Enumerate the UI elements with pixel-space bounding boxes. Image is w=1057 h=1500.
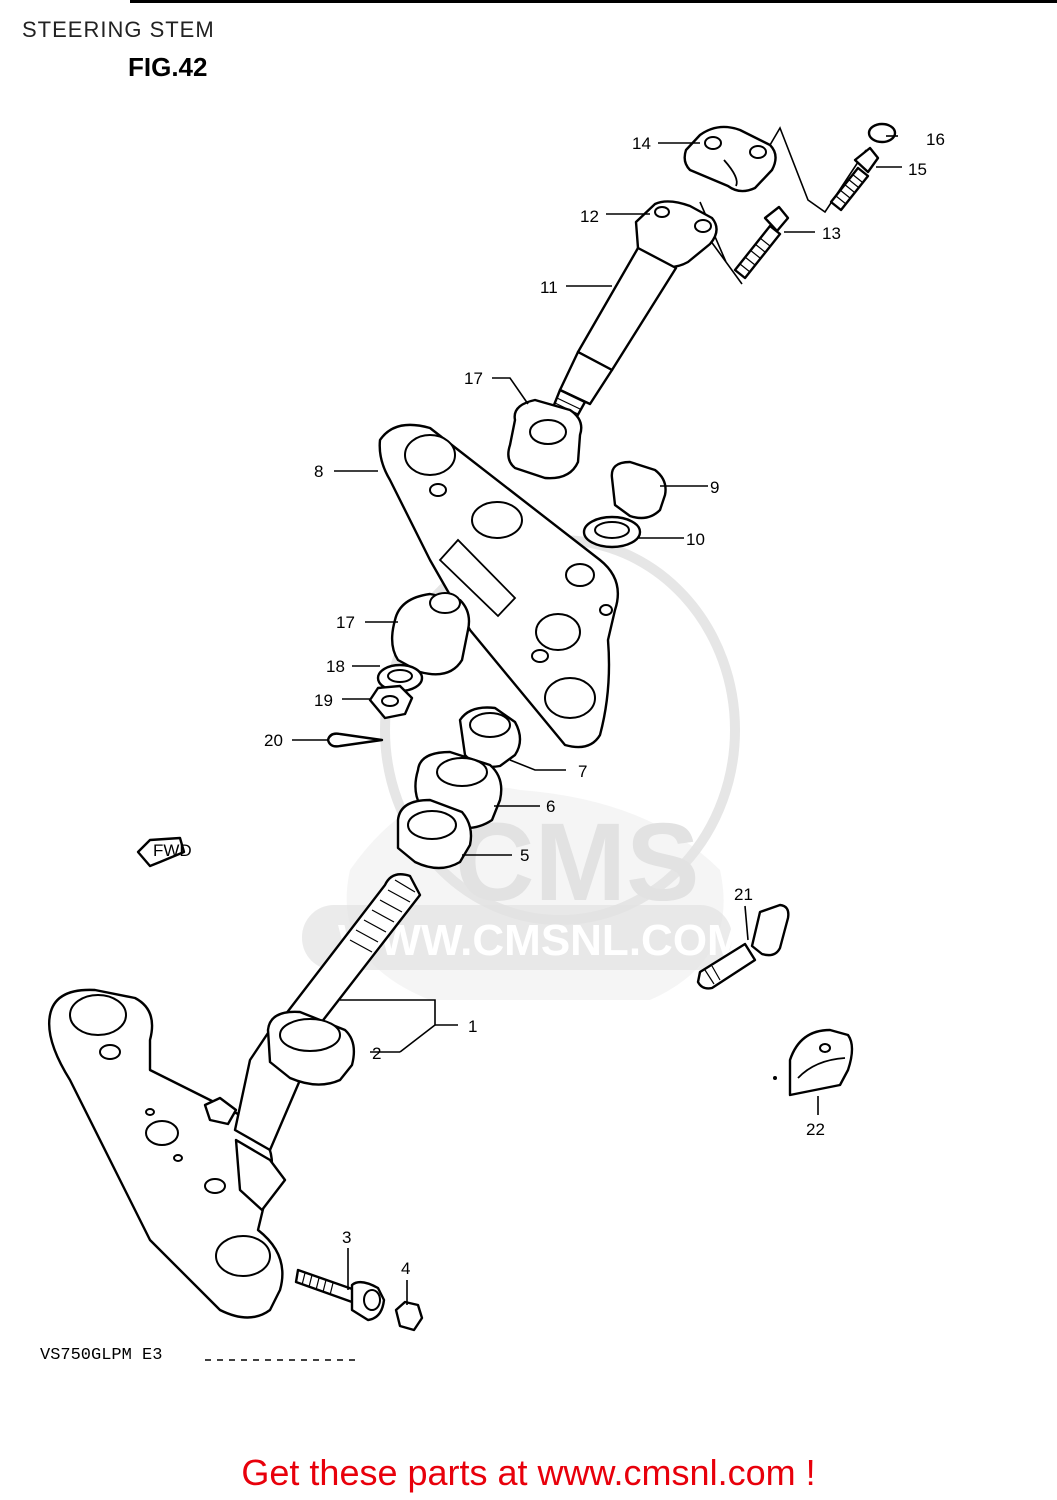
part-1-steering-stem xyxy=(48,873,422,1319)
part-18-washer xyxy=(376,663,424,693)
callout-9: 9 xyxy=(710,478,719,497)
tag-dot xyxy=(773,1076,777,1080)
part-5-bearing xyxy=(396,798,473,870)
callout-5: 5 xyxy=(520,846,529,865)
page-title: STEERING STEM xyxy=(22,17,215,42)
part-19-nut xyxy=(368,684,414,720)
callout-13: 13 xyxy=(822,224,841,243)
link-line-14 xyxy=(769,126,867,214)
callout-2: 2 xyxy=(372,1044,381,1063)
callout-16: 16 xyxy=(926,130,945,149)
forward-label: FWD xyxy=(153,841,192,860)
leader-lines xyxy=(292,135,902,1305)
callout-3: 3 xyxy=(342,1228,351,1247)
watermark-brand: CMS xyxy=(455,801,699,924)
callout-20: 20 xyxy=(264,731,283,750)
model-code: VS750GLPM E3 xyxy=(40,1346,163,1365)
watermark-url: WWW.CMSNL.COM xyxy=(338,916,744,965)
watermark-logo: CMS WWW.CMSNL.COM xyxy=(302,535,744,1000)
part-16-cap xyxy=(867,122,897,144)
part-14-handlebar-clamp xyxy=(683,125,777,193)
part-4-nut xyxy=(394,1300,424,1332)
part-17-upper-bushing xyxy=(507,398,583,480)
callout-1: 1 xyxy=(468,1017,477,1036)
part-20-cotter-pin xyxy=(326,732,384,748)
callout-15: 15 xyxy=(908,160,927,179)
part-17-lower-bushing xyxy=(390,592,471,676)
callout-10: 10 xyxy=(686,530,705,549)
bracket-line-1-2 xyxy=(340,999,436,1053)
callout-numbers: 1 2 3 4 5 6 7 8 9 10 11 12 13 14 15 16 1… xyxy=(264,130,945,1278)
callout-14: 14 xyxy=(632,134,651,153)
part-11-12-handlebar-holder xyxy=(550,200,718,422)
exploded-diagram: CMS WWW.CMSNL.COM xyxy=(48,122,945,1361)
part-21-key xyxy=(696,903,790,990)
callout-7: 7 xyxy=(578,762,587,781)
callout-17-upper: 17 xyxy=(464,369,483,388)
part-3-bolt xyxy=(294,1268,386,1322)
callout-19: 19 xyxy=(314,691,333,710)
part-13-bolt xyxy=(733,205,790,280)
callout-8: 8 xyxy=(314,462,323,481)
callout-11: 11 xyxy=(540,278,558,297)
part-15-bolt xyxy=(829,146,880,212)
forward-arrow: FWD xyxy=(136,836,192,868)
callout-6: 6 xyxy=(546,797,555,816)
callout-4: 4 xyxy=(401,1259,410,1278)
part-10-washer xyxy=(582,515,642,549)
callout-21: 21 xyxy=(734,885,753,904)
part-2-lower-bearing xyxy=(266,1010,356,1086)
footer-link[interactable]: Get these parts at www.cmsnl.com ! xyxy=(241,1452,816,1493)
part-9-cap xyxy=(610,460,667,520)
callout-18: 18 xyxy=(326,657,345,676)
part-8-upper-bracket xyxy=(378,423,620,749)
top-rule xyxy=(130,0,1057,3)
callout-22: 22 xyxy=(806,1120,825,1139)
callout-17-lower: 17 xyxy=(336,613,355,632)
callout-12: 12 xyxy=(580,207,599,226)
figure-label: FIG.42 xyxy=(128,52,208,82)
part-22-key-tag xyxy=(773,1028,854,1097)
